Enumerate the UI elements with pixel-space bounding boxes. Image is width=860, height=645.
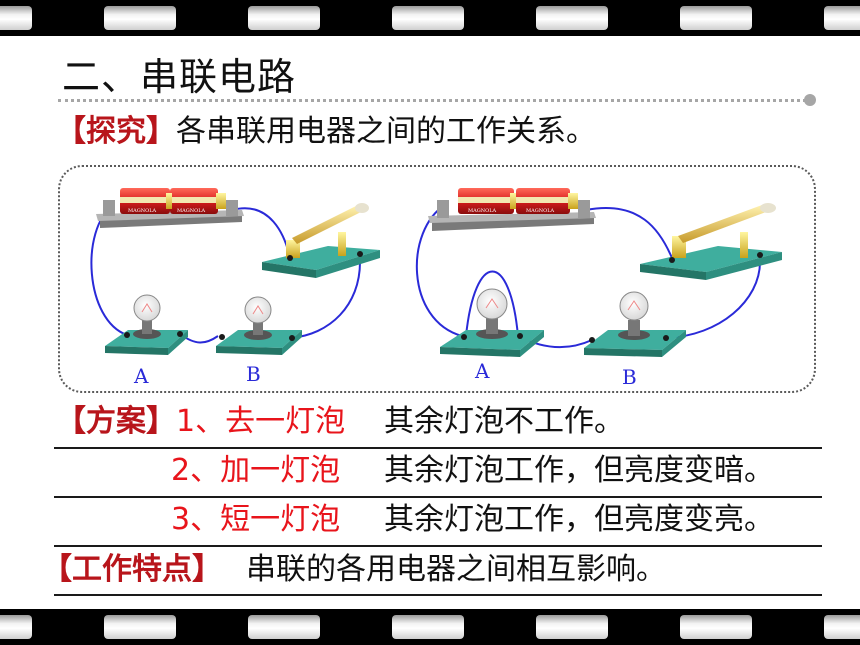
plan-action-2: 2、加一灯泡 xyxy=(171,453,341,488)
plan-rule-1 xyxy=(54,447,822,449)
feature-tag: 【工作特点】 xyxy=(42,552,222,587)
plan-action-1: 1、去一灯泡 xyxy=(176,404,346,439)
feature-line: 【工作特点】 xyxy=(42,552,222,588)
slide-title: 二、串联电路 xyxy=(62,55,297,99)
feature-text: 串联的各用电器之间相互影响。 xyxy=(246,552,666,587)
plan-rule-2 xyxy=(54,496,822,498)
plan-result-1: 其余灯泡不工作。 xyxy=(384,404,624,439)
title-divider xyxy=(58,99,806,102)
plan-row-1: 【方案】1、去一灯泡 xyxy=(56,404,345,440)
plan-result-2: 其余灯泡工作，但亮度变暗。 xyxy=(384,453,774,488)
explore-line: 【探究】各串联用电器之间的工作关系。 xyxy=(56,114,596,150)
film-strip-bottom xyxy=(0,609,860,645)
plan-action-3: 3、短一灯泡 xyxy=(171,502,341,537)
feature-rule xyxy=(54,594,822,596)
plan-rule-3 xyxy=(54,545,822,547)
plan-result-3: 其余灯泡工作，但亮度变亮。 xyxy=(384,502,774,537)
title-divider-dot xyxy=(804,94,816,106)
explore-text: 各串联用电器之间的工作关系。 xyxy=(176,114,596,149)
explore-tag: 【探究】 xyxy=(56,114,176,149)
film-strip-top xyxy=(0,0,860,36)
circuit-diagram-frame xyxy=(58,165,816,393)
plan-tag: 【方案】 xyxy=(56,404,176,439)
